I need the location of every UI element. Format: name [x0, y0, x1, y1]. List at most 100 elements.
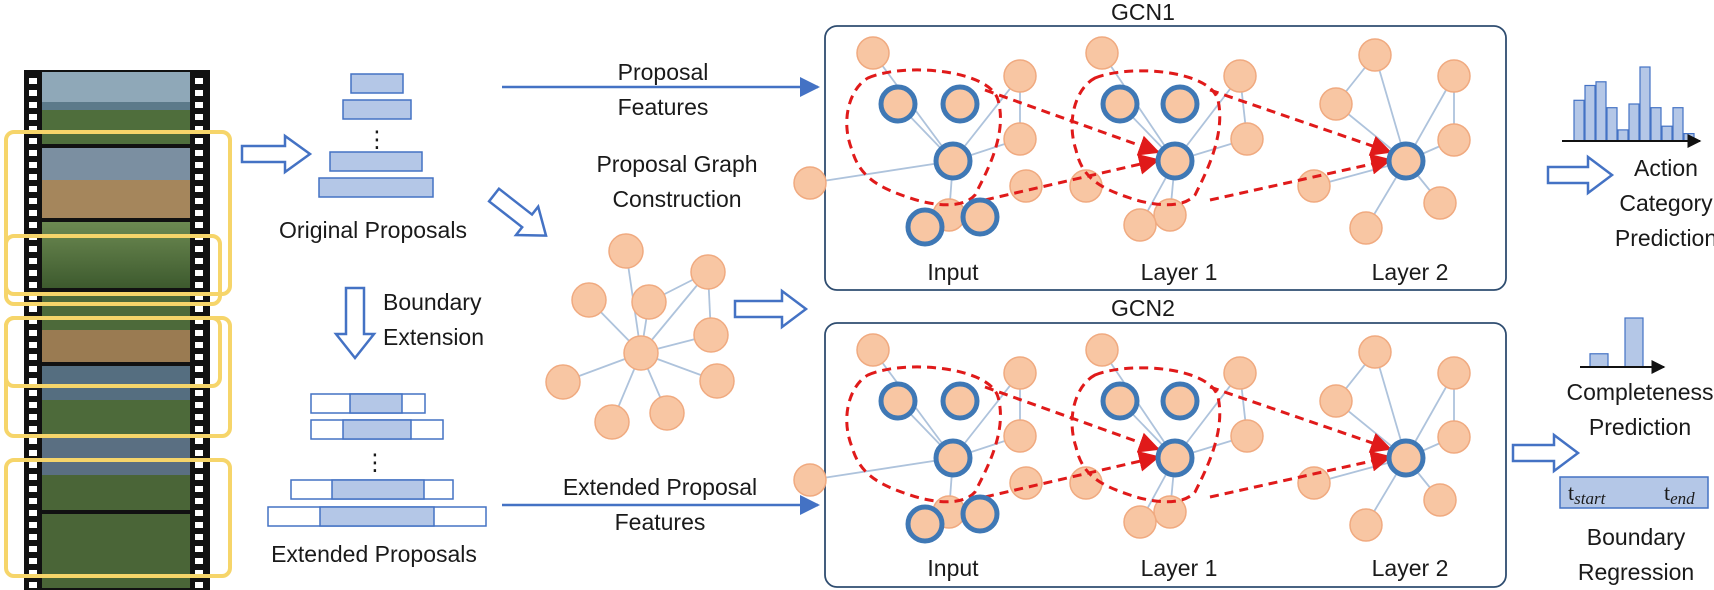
gcn-active-node	[960, 197, 1000, 237]
sprocket-hole	[195, 114, 203, 120]
histogram-bar	[1650, 107, 1662, 142]
t-end-label: tend	[1664, 480, 1695, 508]
gcn-node	[1423, 483, 1457, 517]
sprocket-hole	[195, 450, 203, 456]
sprocket-hole	[195, 294, 203, 300]
gcn-active-node	[878, 84, 918, 124]
extended-proposals-label: Extended Proposals	[271, 541, 477, 567]
gcn-active-node	[1386, 141, 1426, 181]
original-proposals-label: Original Proposals	[279, 217, 467, 243]
gcn-node	[1437, 420, 1471, 454]
gcn-propagation-arrow	[1209, 153, 1393, 202]
sprocket-hole	[195, 210, 203, 216]
sprocket-hole	[29, 510, 37, 516]
sprocket-hole	[195, 222, 203, 228]
gcn-node	[856, 333, 890, 367]
graph-node	[608, 233, 644, 269]
extended-features-label-line2: Features	[615, 509, 706, 535]
gcn-node	[1223, 59, 1257, 93]
hollow-arrows	[240, 133, 1615, 474]
histogram-bar	[1606, 107, 1618, 142]
gcn-active-node	[878, 381, 918, 421]
gcn-neighborhood-hull	[845, 365, 1002, 504]
graph-node	[699, 363, 735, 399]
gcn-node	[1358, 38, 1392, 72]
sprocket-hole	[195, 498, 203, 504]
sprocket-hole	[195, 486, 203, 492]
gcn-node	[856, 36, 890, 70]
proposal-box	[4, 316, 232, 438]
graph-construction-label-line1: Proposal Graph	[596, 151, 757, 177]
sprocket-hole	[29, 138, 37, 144]
sprocket-hole	[195, 102, 203, 108]
sprocket-hole	[29, 174, 37, 180]
sprocket-hole	[29, 438, 37, 444]
gcn-active-node	[933, 141, 973, 181]
proposal-bar	[350, 73, 404, 94]
gcn-node	[1003, 356, 1037, 390]
hollow-arrow-down-icon	[333, 286, 377, 361]
gcn-propagation-arrow	[1209, 450, 1393, 499]
gcn-node	[1123, 505, 1157, 539]
gcn2-layer2-label: Layer 2	[1372, 555, 1449, 581]
gcn-node	[1003, 59, 1037, 93]
sprocket-hole	[195, 126, 203, 132]
sprocket-hole	[29, 162, 37, 168]
gcn1-layer2-label: Layer 2	[1372, 259, 1449, 285]
sprocket-hole	[29, 294, 37, 300]
sprocket-hole	[195, 378, 203, 384]
histogram-bar	[1639, 66, 1651, 142]
sprocket-hole	[195, 282, 203, 288]
sprocket-hole	[195, 306, 203, 312]
sprocket-hole	[29, 390, 37, 396]
gcn-active-node	[1160, 381, 1200, 421]
histogram-bar	[1661, 125, 1673, 142]
histogram-bar	[1589, 353, 1609, 368]
gcn-node	[1437, 356, 1471, 390]
gcn-edge	[809, 457, 954, 481]
sprocket-hole	[29, 522, 37, 528]
sprocket-hole	[195, 162, 203, 168]
gcn-propagation-arrow	[984, 88, 1160, 156]
sprocket-hole	[29, 246, 37, 252]
sprocket-hole	[195, 534, 203, 540]
boundary-regression-bar	[1559, 476, 1709, 509]
gcn2-layer1-label: Layer 1	[1141, 555, 1218, 581]
sprocket-hole	[29, 486, 37, 492]
action-label-line3: Prediction	[1615, 225, 1714, 251]
gcn-node	[1230, 122, 1264, 156]
gcn-active-node	[905, 504, 945, 544]
hollow-arrow-right-icon	[1546, 154, 1615, 196]
gcn-node	[1153, 495, 1187, 529]
proposal-features-label-line2: Features	[618, 94, 709, 120]
gcn-node	[1003, 419, 1037, 453]
sprocket-hole	[195, 414, 203, 420]
sprocket-hole	[29, 402, 37, 408]
sprocket-hole	[195, 390, 203, 396]
gcn2-input-label: Input	[927, 555, 979, 581]
sprocket-hole	[195, 330, 203, 336]
video-frame	[42, 222, 190, 288]
sprocket-hole	[29, 582, 37, 588]
gcn-node	[1003, 122, 1037, 156]
sprocket-hole	[195, 186, 203, 192]
gcn-neighborhood-hull	[1070, 366, 1222, 504]
gcn-node	[1437, 59, 1471, 93]
sprocket-hole	[195, 522, 203, 528]
gcn-node	[1349, 508, 1383, 542]
gcn-active-node	[1100, 84, 1140, 124]
sprocket-hole	[195, 198, 203, 204]
sprocket-hole	[29, 342, 37, 348]
gcn-node	[1297, 169, 1331, 203]
sprocket-hole	[195, 438, 203, 444]
gcn2-graph	[793, 333, 1471, 544]
sprocket-hole	[29, 198, 37, 204]
proposal-features-label-line1: Proposal	[618, 59, 709, 85]
gcn-node	[793, 463, 827, 497]
sprocket-hole	[195, 174, 203, 180]
action-label-line2: Category	[1619, 190, 1713, 216]
sprocket-hole	[195, 258, 203, 264]
sprocket-hole	[29, 558, 37, 564]
gcn-node	[1223, 356, 1257, 390]
